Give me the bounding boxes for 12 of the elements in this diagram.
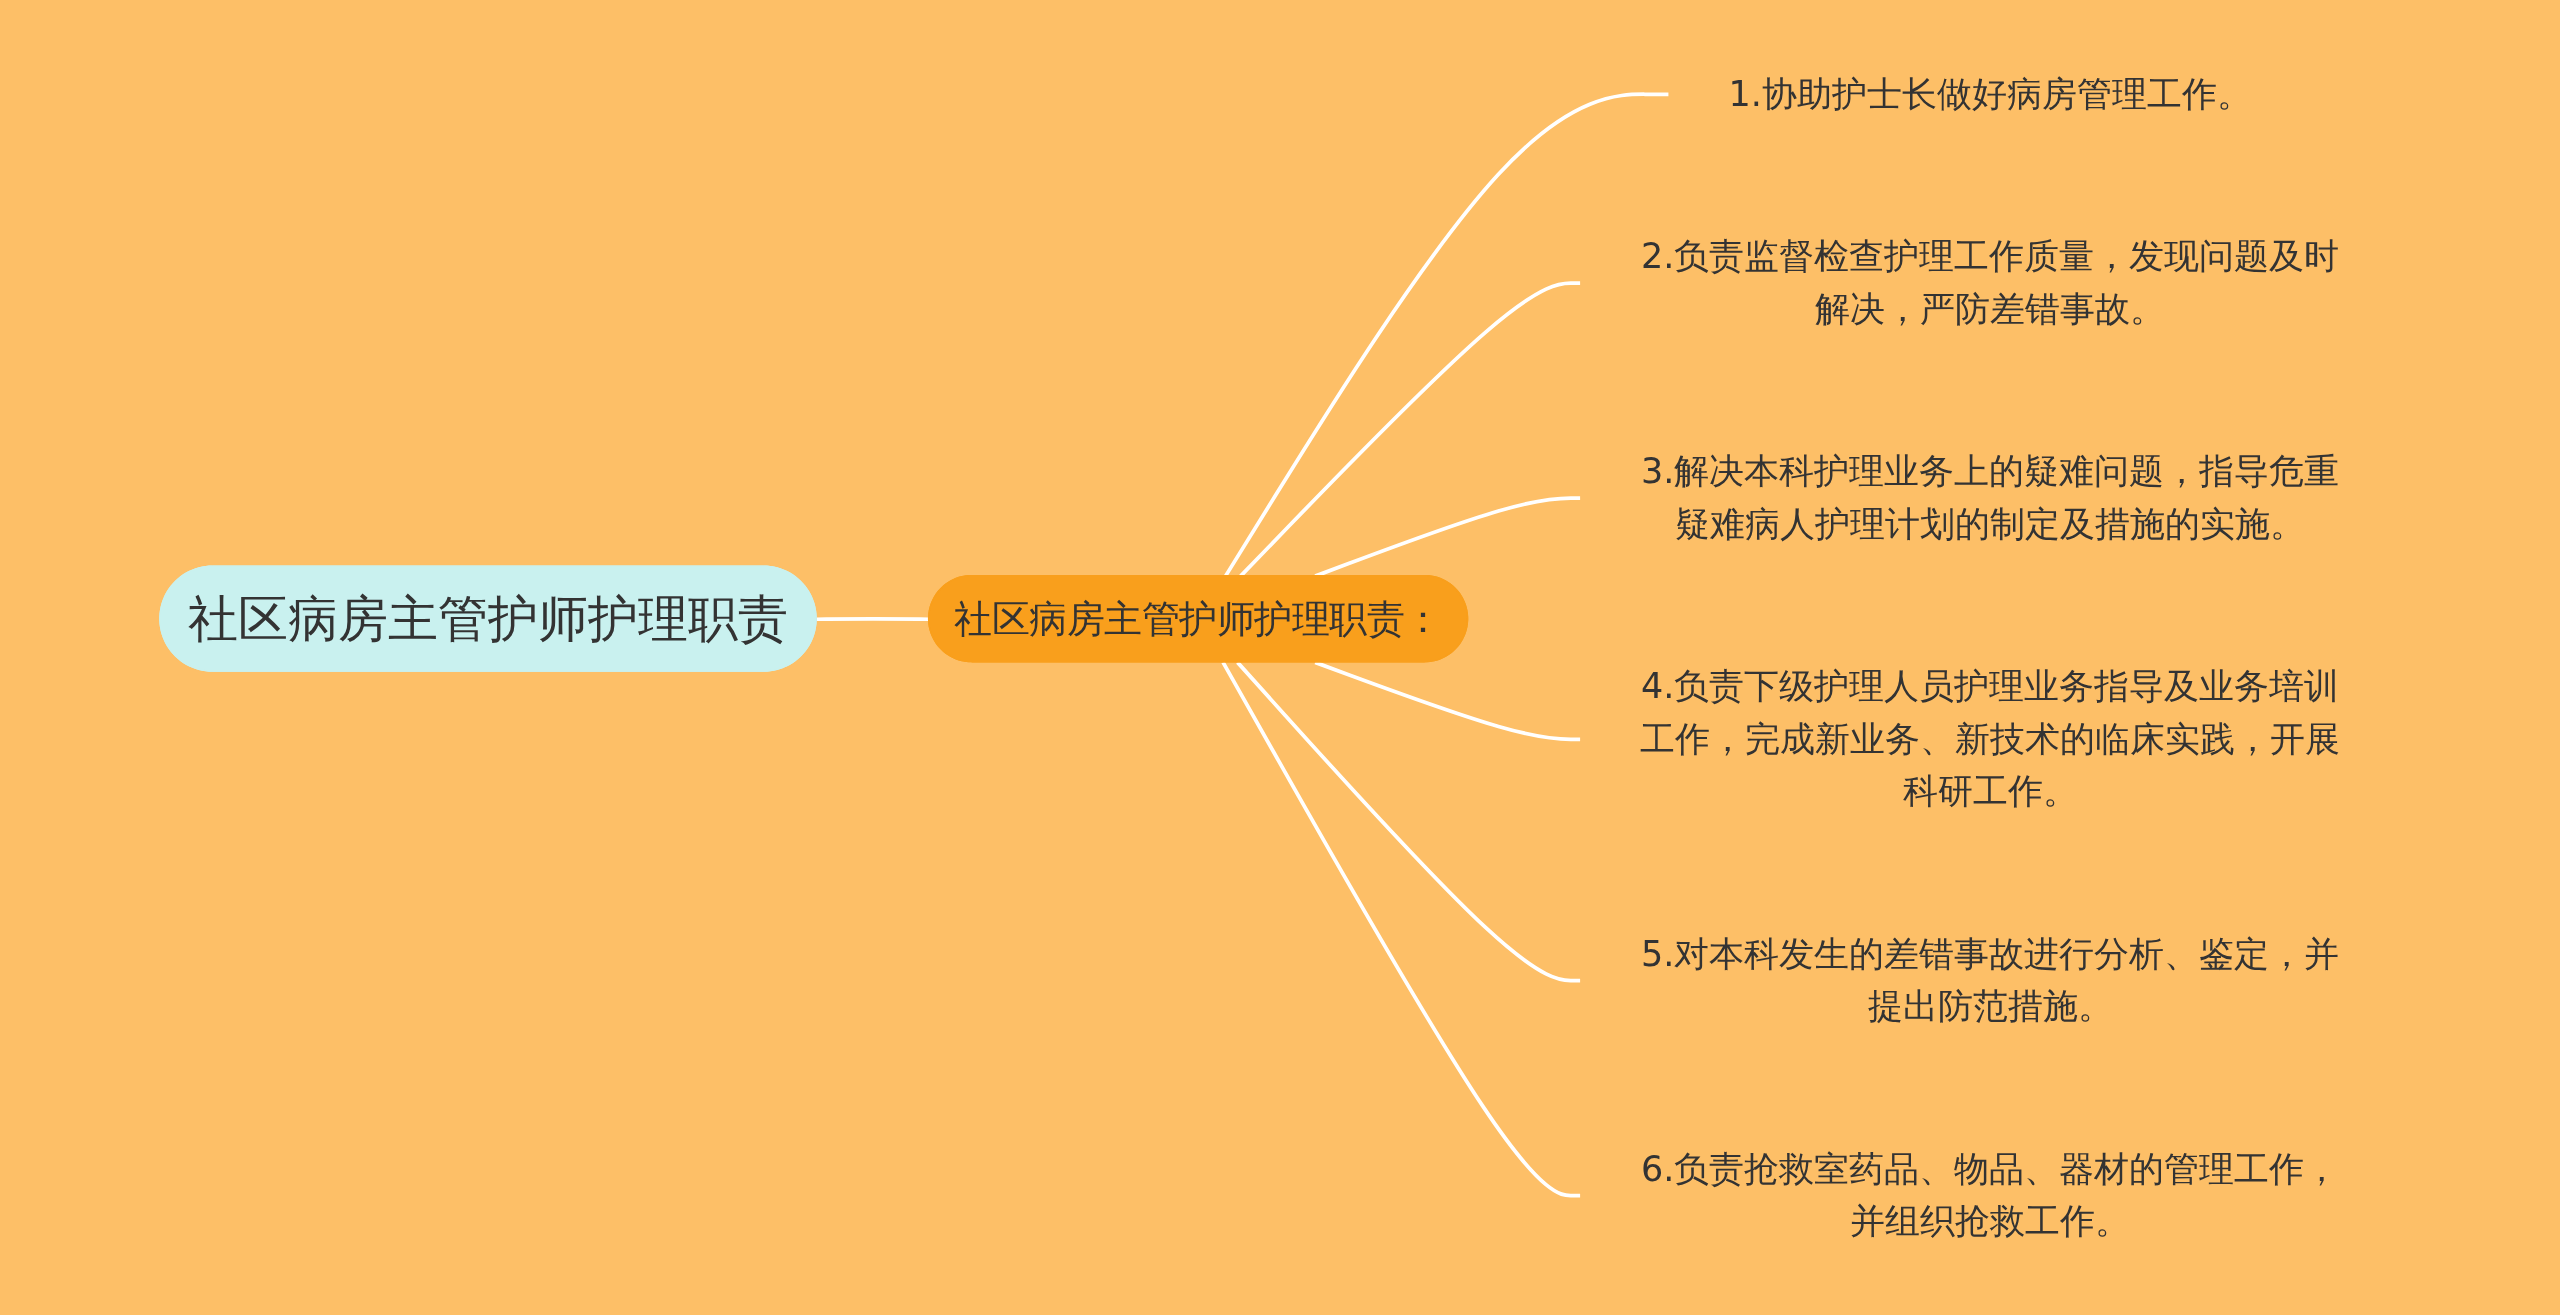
node-text: 3.解决本科护理业务上的疑难问题，指导危重疑难病人护理计划的制定及措施的实施。	[1640, 450, 2340, 544]
connector	[1221, 660, 1581, 1197]
connector	[1236, 660, 1581, 982]
node-text: 6.负责抢救室药品、物品、器材的管理工作，并组织抢救工作。	[1640, 1147, 2340, 1242]
node-text: 5.对本科发生的差错事故进行分析、鉴定，并提出防范措施。	[1640, 932, 2340, 1027]
node-text: 1.协助护士长做好病房管理工作。	[1728, 72, 2252, 114]
connector	[816, 616, 930, 621]
node-text: 4.负责下级护理人员护理业务指导及业务培训工作，完成新业务、新技术的临床实践，开展科研工作。	[1640, 665, 2341, 812]
connector	[1314, 660, 1581, 741]
node-text: 2.负责监督检查护理工作质量，发现问题及时解决，严防差错事故。	[1640, 235, 2340, 329]
connector	[1223, 91, 1669, 577]
connector	[1239, 280, 1581, 577]
